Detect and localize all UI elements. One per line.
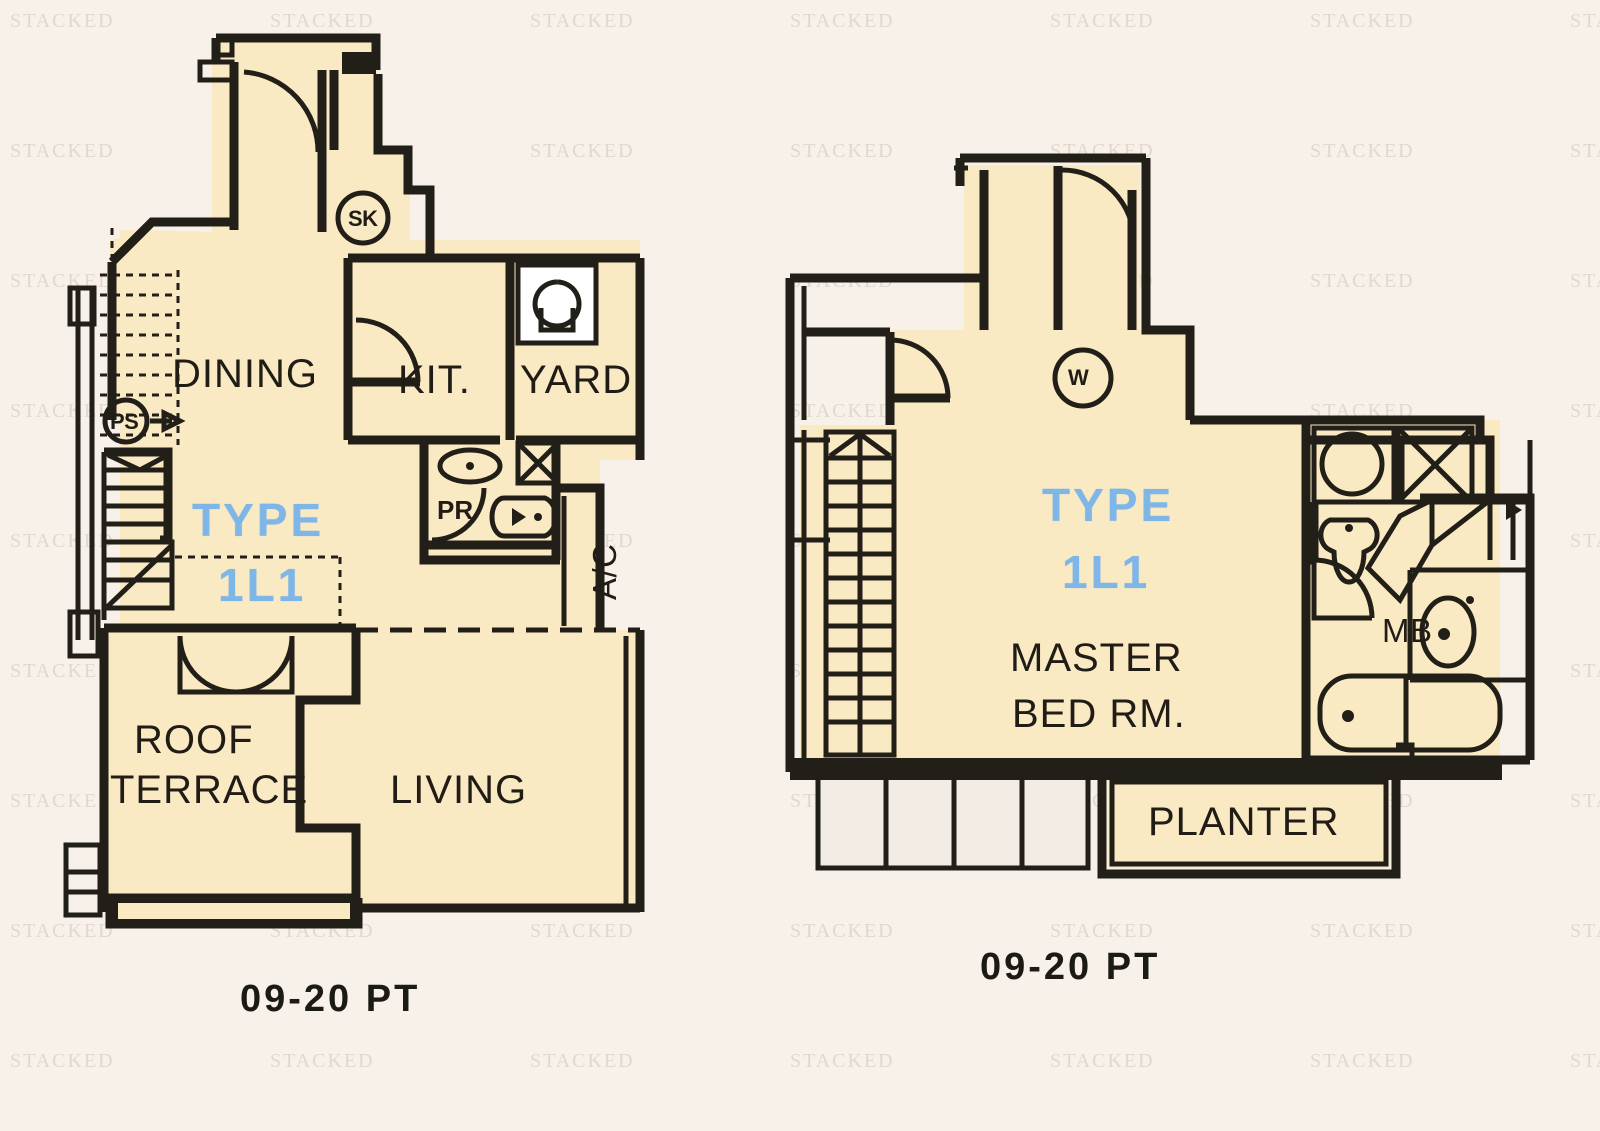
room-label-yard: YARD (520, 358, 633, 402)
w-marker-icon (1052, 347, 1114, 409)
room-label-master-bath: MB (1382, 612, 1433, 649)
lower-walls (63, 33, 645, 929)
upper-staircase (823, 429, 897, 758)
room-label-roof: ROOF (134, 718, 254, 762)
type-label-code-left: 1L1 (218, 559, 307, 611)
caption-right-plan: 09-20 PT (980, 946, 1161, 988)
yard-sink-fixture (515, 262, 599, 346)
marker-label-w: W (1068, 365, 1089, 390)
caption-left-plan: 09-20 PT (240, 978, 421, 1020)
plan-lower-level (63, 33, 645, 929)
room-label-terrace: TERRACE (110, 768, 309, 812)
marker-label-ps: PS (110, 409, 139, 434)
lower-staircase (101, 447, 175, 620)
type-label-word-left: TYPE (192, 494, 325, 546)
ps-marker-icon (102, 397, 186, 445)
room-label-ac: A/C (586, 543, 623, 600)
type-label-word-right: TYPE (1042, 479, 1175, 531)
plan-upper-level (785, 153, 1535, 879)
upper-floor-fill (800, 165, 1500, 868)
upper-walls (785, 153, 1535, 879)
room-label-master-line1: MASTER (1010, 636, 1183, 680)
room-label-powder-room: PR (437, 495, 474, 525)
room-label-planter: PLANTER (1148, 800, 1340, 844)
upper-void-panels (815, 773, 1091, 871)
type-label-code-right: 1L1 (1062, 546, 1151, 598)
sk-marker-icon (335, 190, 391, 246)
master-bath-block (1306, 415, 1535, 778)
room-label-kitchen: KIT. (398, 358, 471, 402)
room-label-master-line2: BED RM. (1012, 692, 1186, 736)
room-label-dining: DINING (172, 352, 318, 396)
room-label-living: LIVING (390, 768, 528, 812)
marker-label-sk: SK (348, 206, 378, 231)
